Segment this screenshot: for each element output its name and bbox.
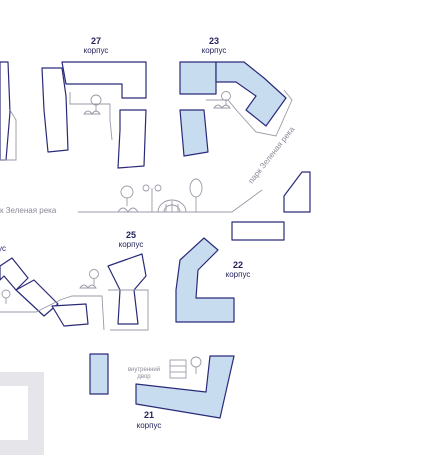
- building-21-left[interactable]: [89, 353, 109, 395]
- ground-outline-left-bottom: [0, 295, 105, 331]
- building-23[interactable]: [179, 61, 287, 157]
- tree-icon: [213, 91, 231, 109]
- ground-outline-27: [69, 92, 113, 141]
- building-25-label: корпус: [119, 240, 144, 249]
- building-left-partial[interactable]: [0, 257, 89, 327]
- building-22-number: 22: [233, 260, 243, 270]
- building-21-label: корпус: [137, 421, 162, 430]
- building-27-block-b: [61, 61, 147, 99]
- building-right-upper[interactable]: [283, 171, 311, 213]
- ground-outline-25: [108, 289, 149, 331]
- park-boundary-line: [78, 189, 263, 213]
- tree-icon: [1, 289, 11, 304]
- building-27-block-c: [117, 109, 147, 169]
- courtyard-label-line1: внутренний: [128, 366, 160, 373]
- building-27-label: корпус: [84, 46, 109, 55]
- building-23-label: корпус: [202, 46, 227, 55]
- tree-icon: [190, 356, 202, 374]
- building-25-number: 25: [126, 230, 136, 240]
- building-27[interactable]: [41, 61, 147, 169]
- tree-icon: [189, 178, 203, 212]
- building-23-block-a: [179, 61, 217, 95]
- tree-icon: [83, 94, 102, 115]
- building-27-number: 27: [91, 36, 101, 46]
- tree-icon: [79, 269, 99, 289]
- building-25[interactable]: [107, 253, 147, 325]
- building-23-number: 23: [209, 36, 219, 46]
- building-21-number: 21: [144, 410, 154, 420]
- park-label-diagonal: парк Зеленая река: [246, 124, 296, 185]
- building-right-lower[interactable]: [231, 221, 285, 241]
- lamp-icon: [142, 184, 162, 212]
- building-23-block-c: [179, 109, 209, 157]
- park-label-left: к Зеленая река: [0, 206, 57, 215]
- playground-icon: [169, 359, 187, 379]
- building-22[interactable]: [175, 237, 235, 323]
- building-23-block-b: [215, 61, 287, 127]
- tree-icon: [117, 185, 139, 213]
- map-frame-corner: [0, 372, 44, 455]
- arch-icon: [157, 199, 187, 213]
- building-27-block-a: [41, 67, 69, 153]
- courtyard-label-line2: двор: [137, 374, 151, 380]
- building-left-edge-top[interactable]: [0, 61, 11, 161]
- ground-outline-left-top: [0, 109, 17, 161]
- building-21-main[interactable]: [135, 355, 235, 419]
- building-22-label: корпус: [226, 270, 251, 279]
- building-left-partial-label: ус: [0, 244, 6, 253]
